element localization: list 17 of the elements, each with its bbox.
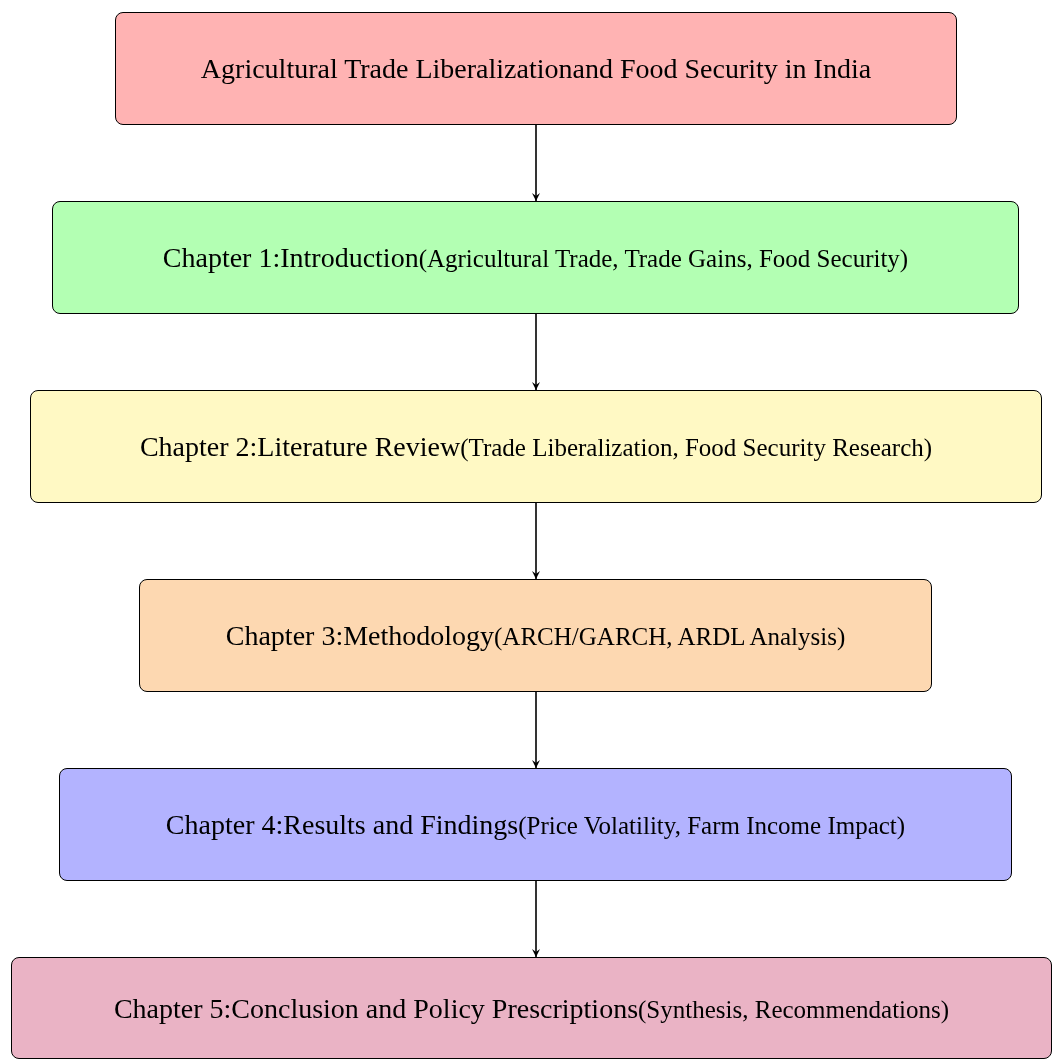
chapter-box (30, 390, 1042, 503)
arrow (532, 313, 540, 391)
box-label: Chapter 2:Literature Review(Trade Liberalization, Food Security Research) (139, 430, 933, 464)
chapter-box (52, 201, 1019, 314)
chapter-box (59, 768, 1012, 881)
arrow (532, 880, 540, 958)
box-label: Agricultural Trade Liberalizationand Food Security in India (200, 52, 872, 86)
arrow (532, 124, 540, 202)
box-label: Chapter 4:Results and Findings(Price Volatility, Farm Income Impact) (165, 808, 906, 842)
box-label: Chapter 5:Conclusion and Policy Prescriptions(Synthesis, Recommendations) (113, 991, 950, 1026)
box-label: Chapter 1:Introduction(Agricultural Trade, Trade Gains, Food Security) (162, 241, 909, 275)
arrow (532, 502, 540, 580)
box-label: Chapter 3:Methodology(ARCH/GARCH, ARDL Analysis) (225, 619, 846, 653)
chapter-box (11, 957, 1052, 1059)
chapter-box (139, 579, 932, 692)
chapter-box (115, 12, 957, 125)
arrow (532, 691, 540, 769)
